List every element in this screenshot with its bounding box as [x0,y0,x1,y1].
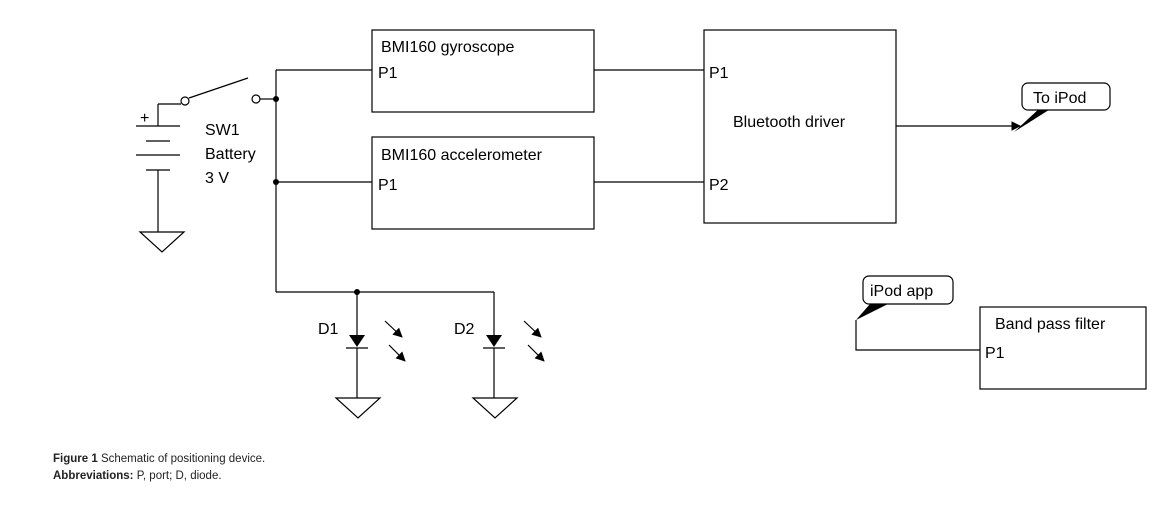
battery-plus-sign: + [140,110,149,127]
caption-line-2: Abbreviations: P, port; D, diode. [53,468,265,485]
ground-symbol [138,231,186,253]
d1-ground-symbol [334,397,382,419]
gyroscope-port: P1 [378,65,398,82]
switch-contact-right [251,94,261,104]
battery-ref: SW1 [205,122,240,139]
diode-d2: D2 [454,292,545,419]
diode-1-ref: D1 [318,321,339,338]
accelerometer-block: BMI160 accelerometer P1 [371,136,595,230]
ipod-app-label: iPod app [870,283,933,300]
battery-name: Battery [205,146,256,163]
caption-line-1: Figure 1 Schematic of positioning device… [53,451,265,468]
d2-ground-symbol [471,397,519,419]
to-ipod-label: To iPod [1033,90,1086,107]
figure-label: Figure 1 [53,453,98,465]
battery-value: 3 V [205,170,229,187]
ipod-app-tag [862,275,954,305]
switch-contact-left [180,96,190,106]
schematic-diagram: + SW1 Battery 3 V BMI160 gyroscope P1 BM… [136,29,1147,419]
bluetooth-driver-block: Bluetooth driver P1 P2 [703,29,897,224]
accelerometer-title: BMI160 accelerometer [381,147,543,164]
abbreviations-text: P, port; D, diode. [136,470,222,482]
battery-switch-group: + SW1 Battery 3 V [136,77,276,253]
to-ipod-tag [1021,82,1111,111]
band-pass-title: Band pass filter [995,316,1106,333]
band-pass-filter-block: Band pass filter P1 [979,306,1147,390]
diode-d1: D1 [318,292,406,419]
bluetooth-port-2: P2 [709,177,729,194]
gyroscope-block: BMI160 gyroscope P1 [371,29,595,113]
figure-text: Schematic of positioning device. [100,453,266,465]
abbreviations-label: Abbreviations: [53,470,134,482]
switch-lever [188,77,249,99]
band-pass-port: P1 [985,345,1005,362]
bluetooth-port-1: P1 [709,65,729,82]
figure-caption: Figure 1 Schematic of positioning device… [53,451,265,485]
gyroscope-title: BMI160 gyroscope [381,39,515,56]
diode-2-ref: D2 [454,321,475,338]
bluetooth-title: Bluetooth driver [733,114,846,131]
accelerometer-port: P1 [378,177,398,194]
